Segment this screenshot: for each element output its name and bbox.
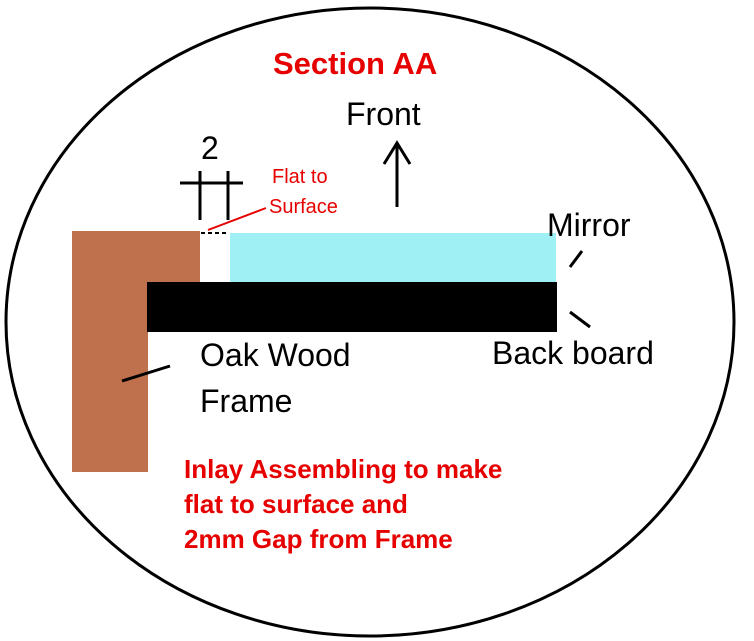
oak-frame-vertical — [72, 231, 148, 472]
flat-surface-leader — [207, 207, 267, 231]
oak-frame-leader — [121, 364, 171, 383]
note-line-1: Inlay Assembling to make — [184, 454, 503, 484]
mirror-layer — [230, 233, 556, 282]
frame-label: Frame — [200, 383, 293, 419]
mirror-label: Mirror — [547, 207, 631, 243]
back-board-layer — [147, 282, 557, 332]
section-outline-ellipse — [4, 6, 736, 638]
back-board-leader — [569, 310, 591, 329]
back-board-label: Back board — [492, 335, 654, 371]
section-title: Section AA — [273, 46, 438, 81]
note-line-2: flat to surface and — [184, 489, 408, 519]
oak-frame-horizontal — [148, 231, 200, 283]
front-label: Front — [346, 96, 421, 132]
front-arrow-icon — [382, 140, 412, 207]
surface-label: Surface — [269, 196, 338, 218]
oak-wood-label: Oak Wood — [200, 337, 351, 373]
gap-dimension-label: 2 — [201, 130, 219, 166]
mirror-leader — [568, 250, 584, 268]
flat-to-label: Flat to — [272, 166, 328, 188]
note-line-3: 2mm Gap from Frame — [184, 524, 453, 554]
gap-dimension-marker — [180, 171, 243, 220]
